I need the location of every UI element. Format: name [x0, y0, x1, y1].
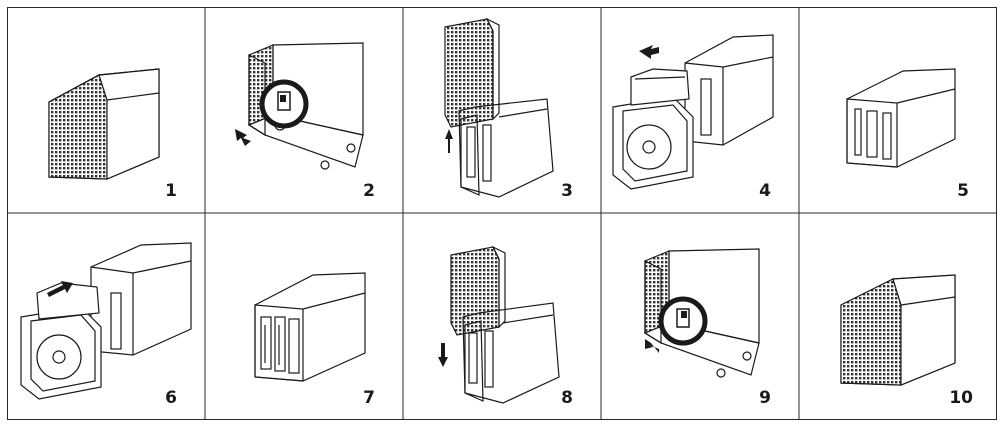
unlock-enclosure-illustration [235, 42, 364, 170]
arrow-icon [645, 339, 659, 353]
step-1-panel: 1 [7, 7, 205, 213]
step-number: 9 [759, 388, 771, 408]
step-3-panel: 3 [403, 7, 601, 213]
remove-drive-illustration [612, 34, 774, 190]
closed-enclosure-illustration [48, 68, 160, 180]
grid-lines [7, 7, 997, 420]
finished-enclosure-illustration [840, 274, 956, 386]
lock-enclosure-illustration [643, 248, 760, 378]
arrow-right-icon [47, 281, 73, 297]
step-10-panel: 10 [799, 213, 997, 420]
step-4-panel: 4 [601, 7, 799, 213]
arrow-down-icon [438, 343, 448, 367]
step-8-panel: 8 [403, 213, 601, 420]
insert-drive-illustration [20, 242, 192, 400]
step-6-panel: 6 [7, 213, 205, 420]
drives-installed-illustration [254, 272, 366, 382]
step-number: 5 [957, 181, 969, 201]
step-9-panel: 9 [601, 213, 799, 420]
assembly-steps-grid: 1 2 [7, 7, 997, 420]
empty-enclosure-illustration [846, 68, 956, 168]
step-2-panel: 2 [205, 7, 403, 213]
step-number: 4 [759, 181, 771, 201]
step-number: 8 [561, 388, 573, 408]
step-number: 1 [165, 181, 177, 201]
step-7-panel: 7 [205, 213, 403, 420]
arrow-left-icon [639, 45, 659, 59]
arrow-up-icon [445, 129, 453, 153]
step-number: 3 [561, 181, 573, 201]
step-5-panel: 5 [799, 7, 997, 213]
step-number: 6 [165, 388, 177, 408]
step-number: 10 [949, 388, 973, 408]
arrow-icon [235, 129, 251, 146]
remove-cover-illustration [444, 17, 554, 198]
attach-cover-illustration [438, 245, 560, 404]
step-number: 2 [363, 181, 375, 201]
step-number: 7 [363, 388, 375, 408]
